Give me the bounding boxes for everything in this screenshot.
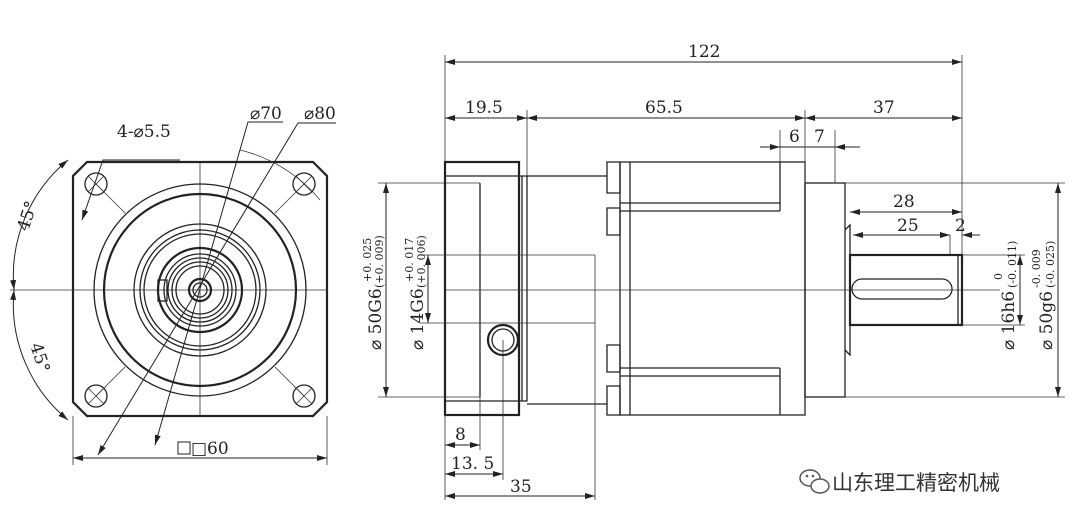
key-25-label: 25 [897, 216, 919, 236]
watermark: 山东理工精密机械 [799, 469, 1000, 495]
pilot-50-label: ⌀ 50g6 [1037, 291, 1057, 350]
shaft-16-label: ⌀ 16h6 [999, 291, 1019, 350]
dim-13-5-label: 13. 5 [451, 454, 494, 474]
pilot-50-tol-lower: (-0. 025) [1044, 241, 1057, 288]
body-length-label: 65.5 [645, 98, 683, 118]
angle-top-label: 45° [14, 199, 42, 234]
watermark-text: 山东理工精密机械 [832, 471, 1000, 495]
input-flange [443, 160, 521, 417]
dia80-label: ⌀80 [304, 104, 336, 124]
square-dim-label: □60 [191, 439, 229, 459]
dia70-label: ⌀70 [250, 104, 282, 124]
flange-length-label: 19.5 [465, 98, 503, 118]
keyway [851, 278, 953, 300]
bore-50-label: ⌀ 50G6 [366, 288, 386, 350]
shaft-length-label: 37 [873, 98, 895, 118]
hole-dim-label: 4-⌀5.5 [117, 122, 171, 142]
concentric-circles [93, 183, 307, 397]
angle-bottom-label: 45° [25, 340, 53, 375]
dim-35-label: 35 [510, 477, 532, 497]
bore-50-tol-upper: +0. 025 [361, 238, 374, 282]
flange-square [71, 160, 329, 418]
dim-6-label: 6 [789, 127, 800, 147]
wechat-icon [799, 469, 830, 494]
shaft-16-tol-upper: 0 [992, 273, 1005, 280]
overall-length-label: 122 [688, 42, 720, 62]
bore-14-tol-upper: +0. 017 [403, 238, 416, 282]
front-view: 4-⌀5.5 ⌀70 ⌀80 45° 45° □60 [10, 104, 336, 465]
bore-14-label: ⌀ 14G6 [408, 288, 428, 350]
dim-7-label: 7 [814, 127, 825, 147]
bore-50-tol-lower: (+0. 009) [373, 235, 386, 288]
shaft-28-label: 28 [893, 192, 915, 212]
pilot-50-tol-upper: -0. 009 [1030, 249, 1043, 288]
dim-8-label: 8 [455, 425, 466, 445]
key-offset-2-label: 2 [955, 216, 966, 236]
mounting-holes [84, 172, 316, 408]
side-view: 122 19.5 65.5 37 6 7 28 25 2 ⌀ 50G6 +0. … [361, 42, 1065, 500]
shaft-16-tol-lower: (-0. 011) [1006, 241, 1019, 288]
bore-14-tol-lower: (+0. 006) [415, 235, 428, 288]
